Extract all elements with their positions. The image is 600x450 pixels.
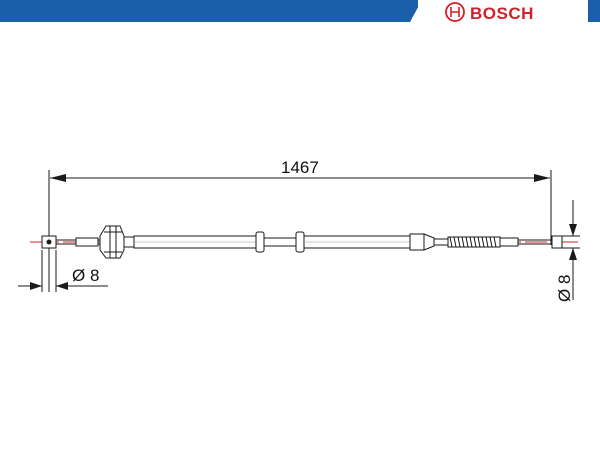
header-blue-band <box>0 0 422 22</box>
header-band: BOSCH <box>0 0 600 23</box>
length-dimension <box>48 170 552 292</box>
right-nut <box>409 233 425 251</box>
right-taper <box>423 233 435 251</box>
length-label: 1467 <box>281 158 319 177</box>
arrowhead-right <box>534 174 550 182</box>
middle-clip-left <box>255 231 265 253</box>
sheath-segment-middle <box>263 237 297 247</box>
middle-clip-right <box>295 231 305 253</box>
threaded-adjuster <box>447 236 519 248</box>
cable-assembly <box>41 225 563 259</box>
bosch-armature-icon <box>445 2 465 22</box>
left-end-hole <box>46 239 52 245</box>
right-end-nipple <box>551 235 563 249</box>
header-right-stripe <box>588 0 600 22</box>
left-diameter-callout <box>18 250 108 292</box>
left-mounting-bracket <box>99 225 135 259</box>
left-ferrule <box>75 237 99 247</box>
right-diameter-label: Ø 8 <box>555 275 574 302</box>
left-diameter-label: Ø 8 <box>72 266 99 285</box>
brand-name: BOSCH <box>470 4 534 23</box>
arrowhead-left <box>50 174 66 182</box>
right-diameter-callout <box>562 200 580 300</box>
